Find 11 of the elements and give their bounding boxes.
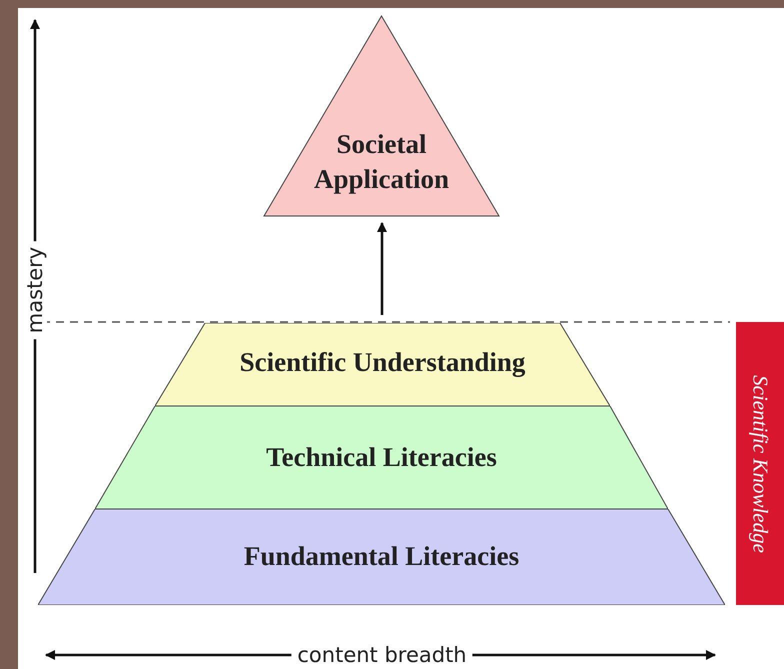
arrow <box>377 222 387 315</box>
pyramid-tier <box>38 509 725 605</box>
band-label: Scientific Knowledge <box>748 374 774 552</box>
side-band <box>736 322 784 605</box>
tier-label: Scientific Understanding <box>238 346 526 379</box>
triangle <box>263 15 500 217</box>
triangle-label: Societal Application <box>312 128 450 196</box>
tier-label: Fundamental Literacies <box>242 540 520 573</box>
tier-label: Technical Literacies <box>265 441 498 474</box>
pyramid-tier <box>95 406 668 509</box>
pyramid-tier <box>155 323 610 406</box>
